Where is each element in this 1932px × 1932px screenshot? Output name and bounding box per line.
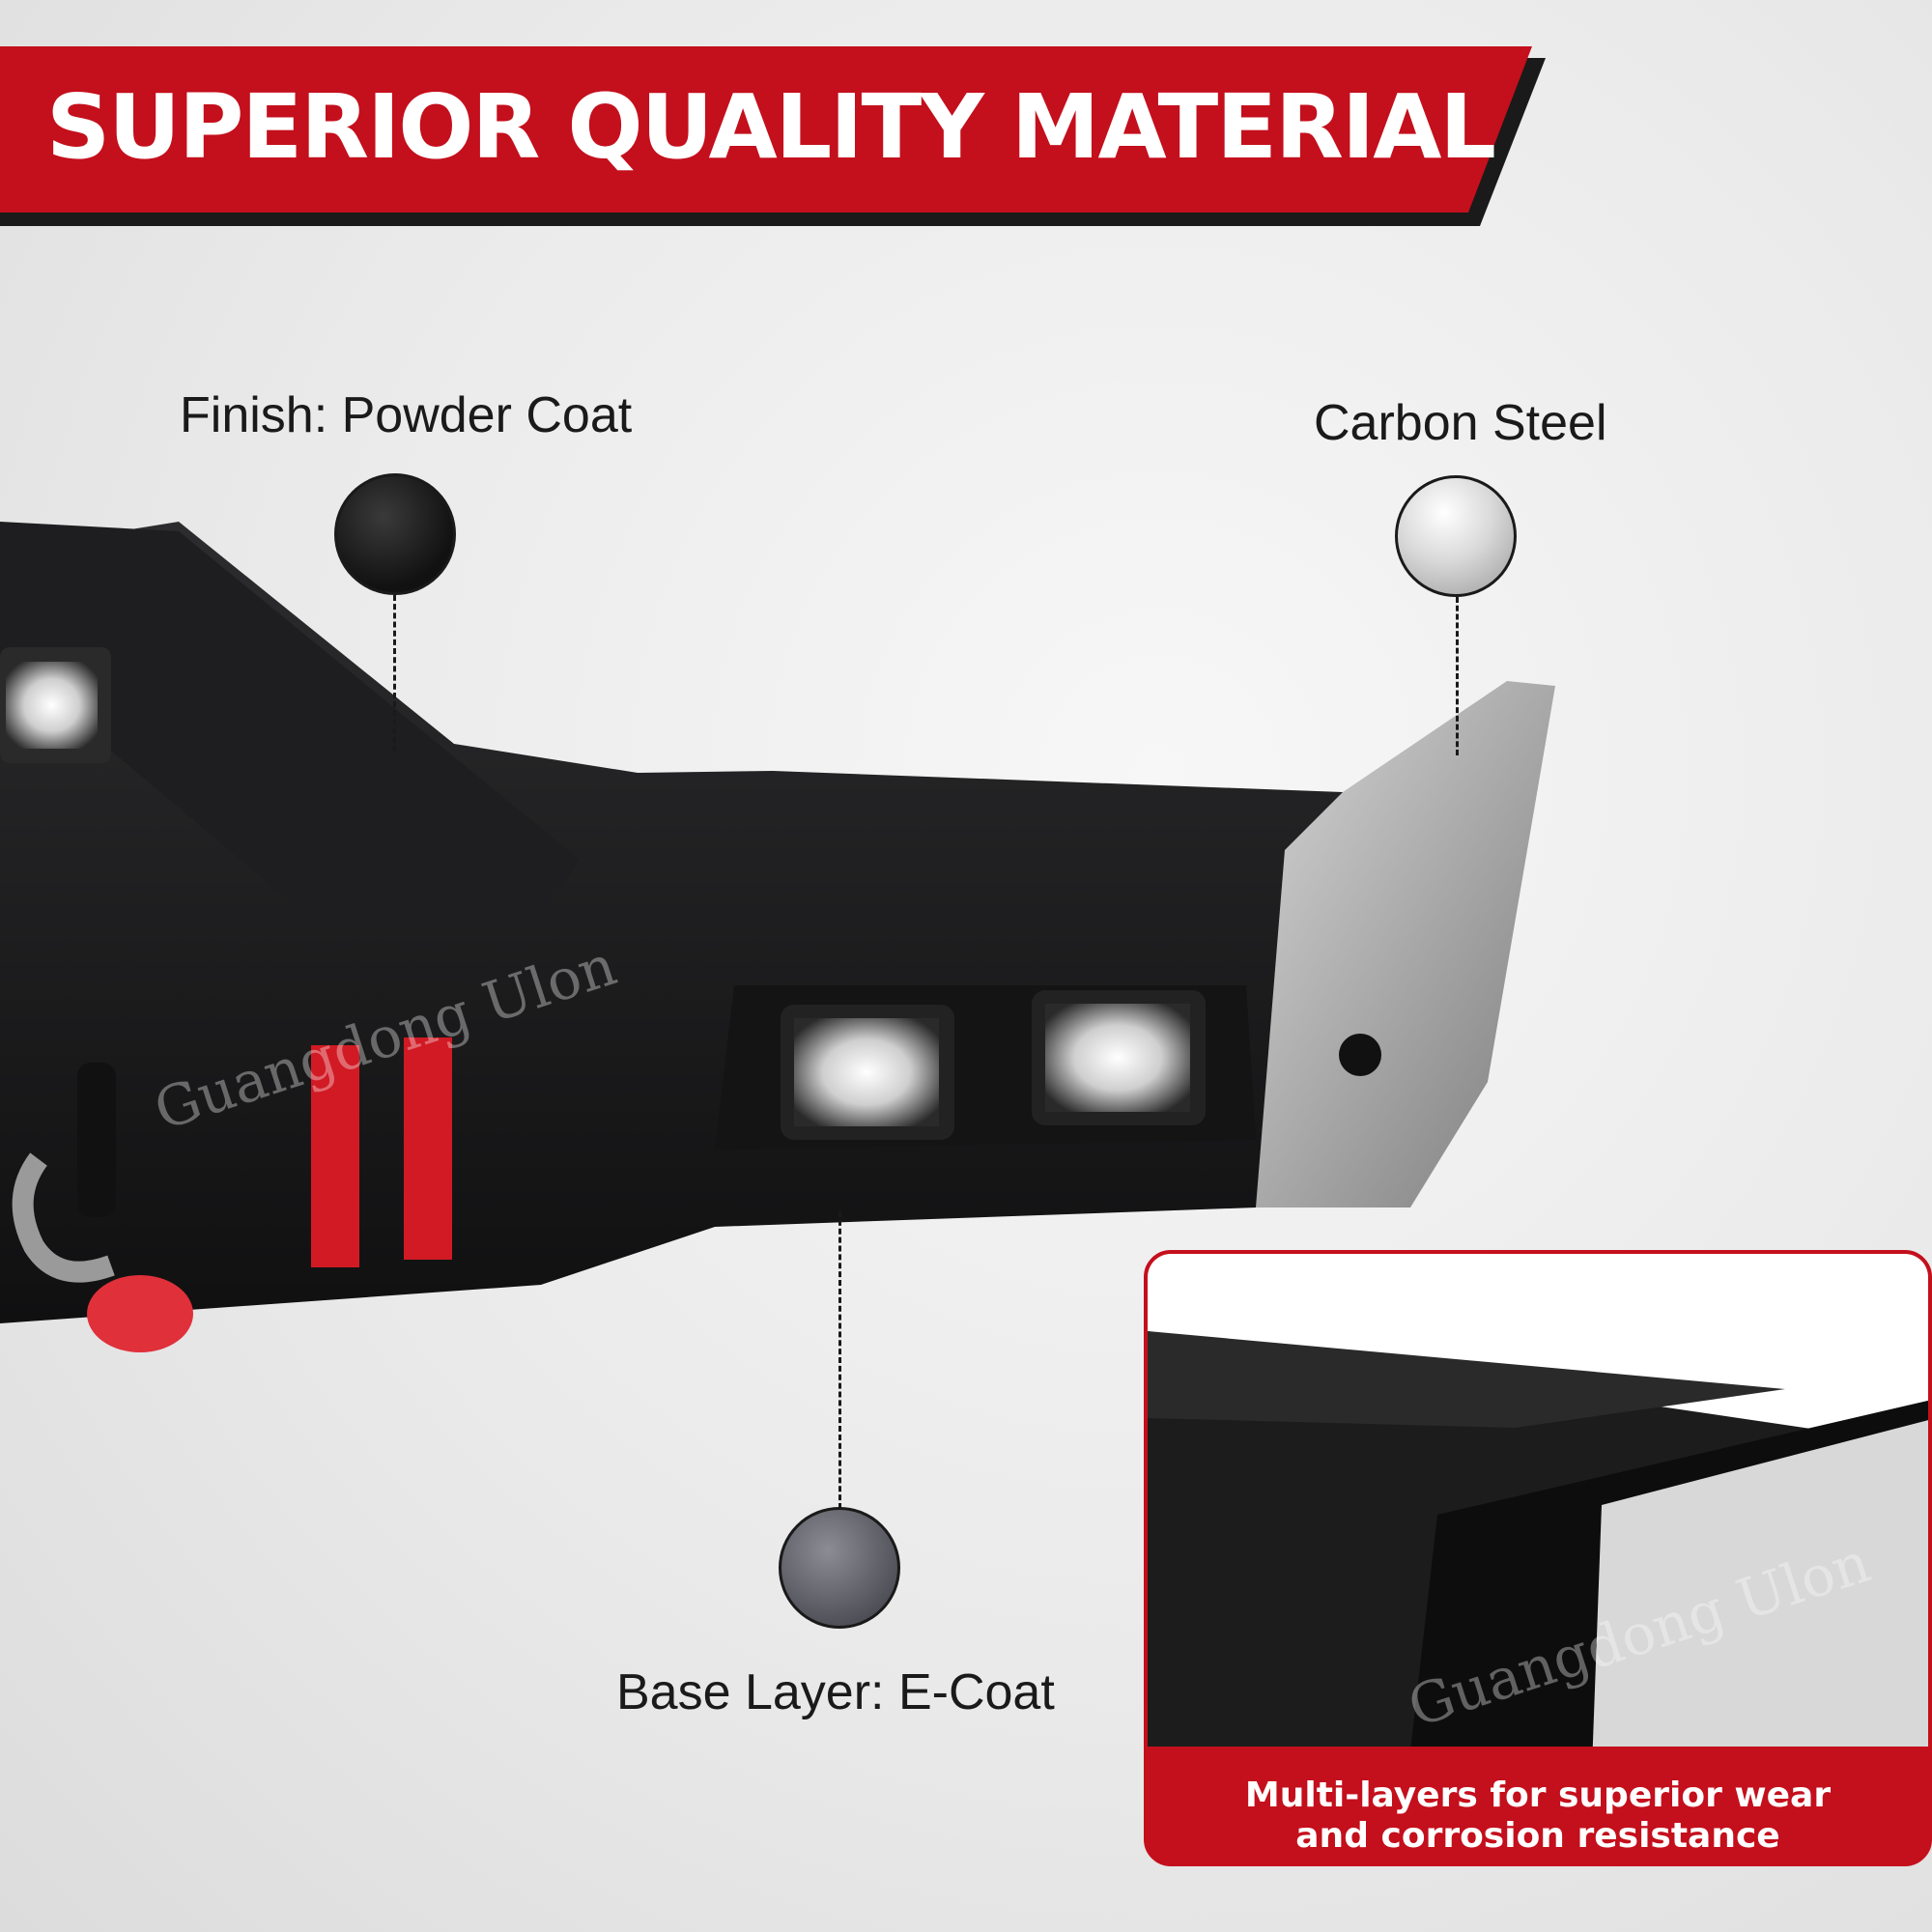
bumper-illustration (0, 522, 1555, 1352)
inset-caption-line2: and corrosion resistance (1295, 1816, 1780, 1856)
powder-coat-pointer (393, 595, 396, 752)
carbon-steel-swatch (1395, 475, 1517, 597)
page-title: SUPERIOR QUALITY MATERIAL (46, 75, 1496, 179)
powder-coat-label: Finish: Powder Coat (180, 387, 633, 443)
e-coat-pointer (838, 1211, 841, 1509)
layers-detail-inset: Guangdong Ulon Multi-layers for superior… (1144, 1250, 1932, 1866)
layers-detail-image (1148, 1254, 1928, 1768)
carbon-steel-pointer (1456, 597, 1459, 755)
e-coat-swatch (779, 1507, 900, 1629)
inset-caption: Multi-layers for superior wear and corro… (1148, 1776, 1928, 1857)
header-banner (0, 46, 1546, 226)
inset-caption-line1: Multi-layers for superior wear (1244, 1776, 1832, 1815)
carbon-steel-label: Carbon Steel (1314, 395, 1607, 451)
e-coat-label: Base Layer: E-Coat (616, 1664, 1055, 1720)
powder-coat-swatch (334, 473, 456, 595)
